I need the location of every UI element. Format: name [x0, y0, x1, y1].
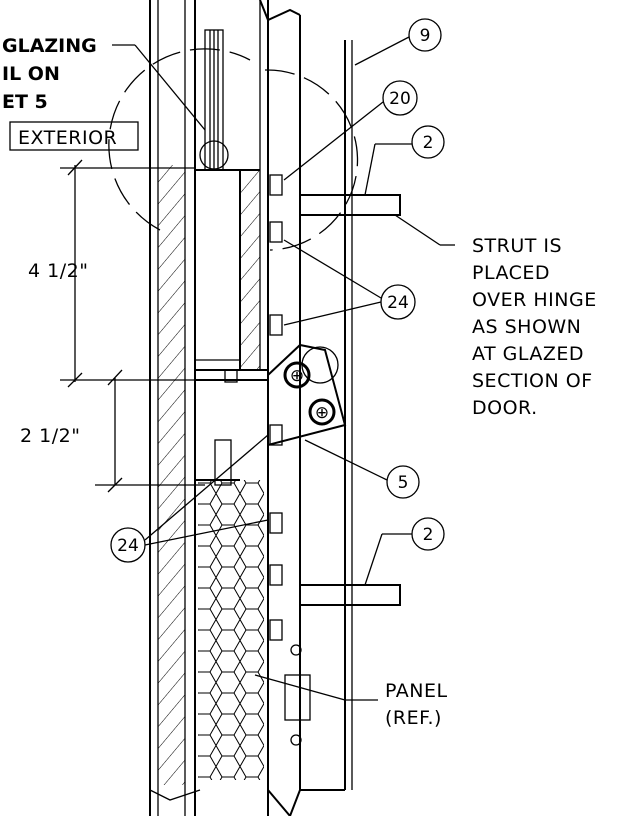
- svg-text:⊕: ⊕: [315, 403, 329, 423]
- svg-text:OVER HINGE: OVER HINGE: [472, 289, 597, 311]
- svg-text:STRUT IS: STRUT IS: [472, 235, 562, 257]
- exterior-label: EXTERIOR: [18, 127, 117, 149]
- svg-text:20: 20: [389, 89, 411, 109]
- callout-2-bottom: 2: [364, 517, 445, 586]
- callout-2-top: 2: [364, 125, 445, 196]
- strut-note: STRUT IS PLACED OVER HINGE AS SHOWN AT G…: [394, 214, 597, 419]
- stile-slot: [284, 644, 311, 746]
- callout-24-left: 24: [110, 434, 269, 563]
- svg-text:5: 5: [398, 473, 409, 493]
- svg-text:SECTION OF: SECTION OF: [472, 370, 593, 392]
- glazing-note: GLAZING IL ON ET 5: [2, 35, 206, 131]
- svg-text:24: 24: [117, 536, 139, 556]
- svg-text:9: 9: [420, 26, 431, 46]
- callout-5: 5: [304, 439, 420, 499]
- insulated-panel: [195, 439, 264, 780]
- panel-note: PANEL (REF.): [254, 674, 448, 729]
- svg-text:AS SHOWN: AS SHOWN: [472, 316, 581, 338]
- exterior-box: [9, 121, 139, 151]
- glazing-note-line3: ET 5: [2, 91, 48, 113]
- break-line-bottom: [267, 789, 345, 816]
- callout-24-right: 24: [283, 239, 416, 326]
- glazing-note-line2: IL ON: [2, 63, 60, 85]
- dimension-lower-label: 2 1/2": [20, 425, 80, 447]
- upper-frame: [195, 169, 260, 370]
- break-line-top: [259, 0, 301, 22]
- svg-text:PANEL: PANEL: [385, 680, 448, 702]
- hinge: ⊕ ⊕: [267, 343, 347, 447]
- callout-9: 9: [354, 18, 442, 66]
- svg-text:2: 2: [423, 525, 434, 545]
- svg-text:2: 2: [423, 133, 434, 153]
- glazing-note-line1: GLAZING: [2, 35, 97, 57]
- detail-circle: [108, 48, 251, 231]
- svg-text:PLACED: PLACED: [472, 262, 550, 284]
- callout-20: 20: [283, 80, 418, 181]
- dimension-upper: [60, 159, 195, 388]
- svg-text:⊕: ⊕: [290, 366, 304, 386]
- svg-text:AT GLAZED: AT GLAZED: [472, 343, 584, 365]
- dimension-lower: [95, 369, 205, 493]
- outer-skin-hatch: [158, 165, 185, 785]
- svg-text:DOOR.: DOOR.: [472, 397, 538, 419]
- svg-text:(REF.): (REF.): [385, 707, 442, 729]
- glazing-unit: [199, 29, 229, 171]
- strut-lower: [299, 584, 401, 606]
- svg-text:24: 24: [387, 293, 409, 313]
- dimension-upper-label: 4 1/2": [28, 260, 88, 282]
- strut-upper: [299, 194, 401, 216]
- section-junction: [195, 369, 268, 383]
- hinge-bolts: [269, 174, 283, 641]
